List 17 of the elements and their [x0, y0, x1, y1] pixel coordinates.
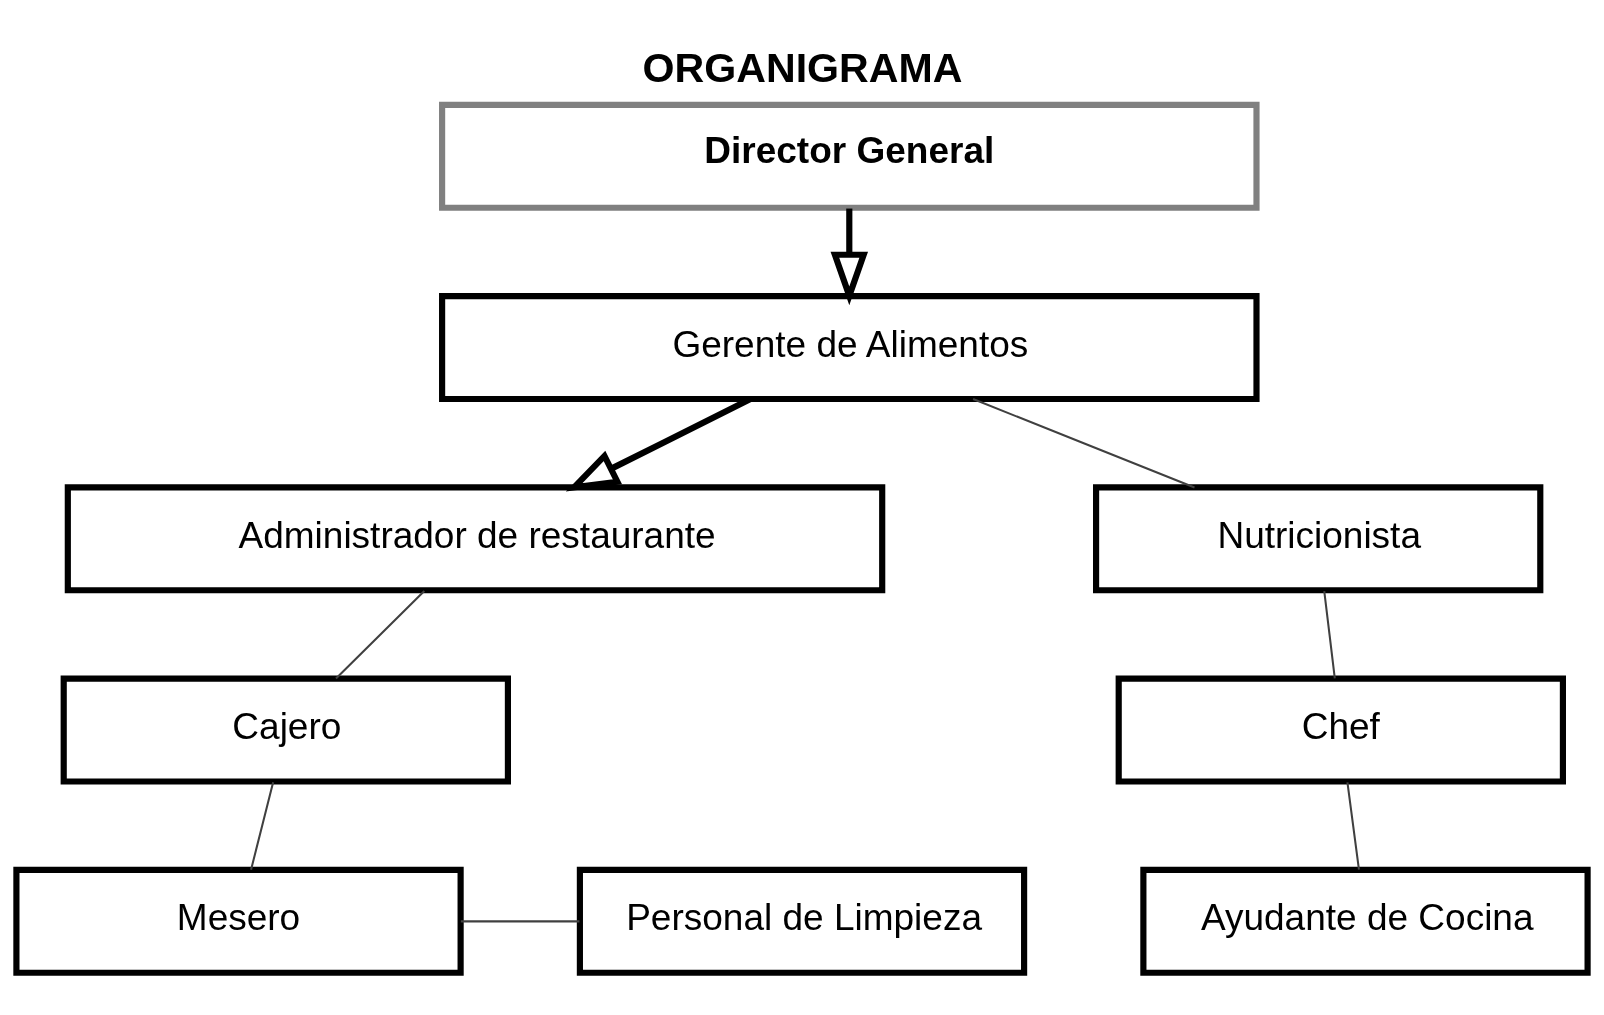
connector: [335, 589, 426, 679]
node-box: Personal de Limpieza: [576, 866, 1028, 976]
node-box: Administrador de restaurante: [64, 483, 886, 593]
arrow: [565, 396, 752, 491]
connector: [1323, 590, 1336, 679]
node-box: Nutricionista: [1093, 483, 1544, 593]
connector: [972, 397, 1195, 488]
connector: [1346, 781, 1360, 870]
node-box: Director General: [439, 101, 1260, 211]
connector: [460, 919, 580, 922]
node-box: Cajero: [60, 675, 511, 785]
node-box: Chef: [1115, 675, 1566, 785]
connector: [250, 781, 275, 870]
node-box: Gerente de Alimentos: [439, 292, 1260, 402]
diagram-title: ORGANIGRAMA: [642, 44, 963, 91]
node-box: Ayudante de Cocina: [1140, 866, 1591, 976]
node-box: Mesero: [13, 866, 464, 976]
